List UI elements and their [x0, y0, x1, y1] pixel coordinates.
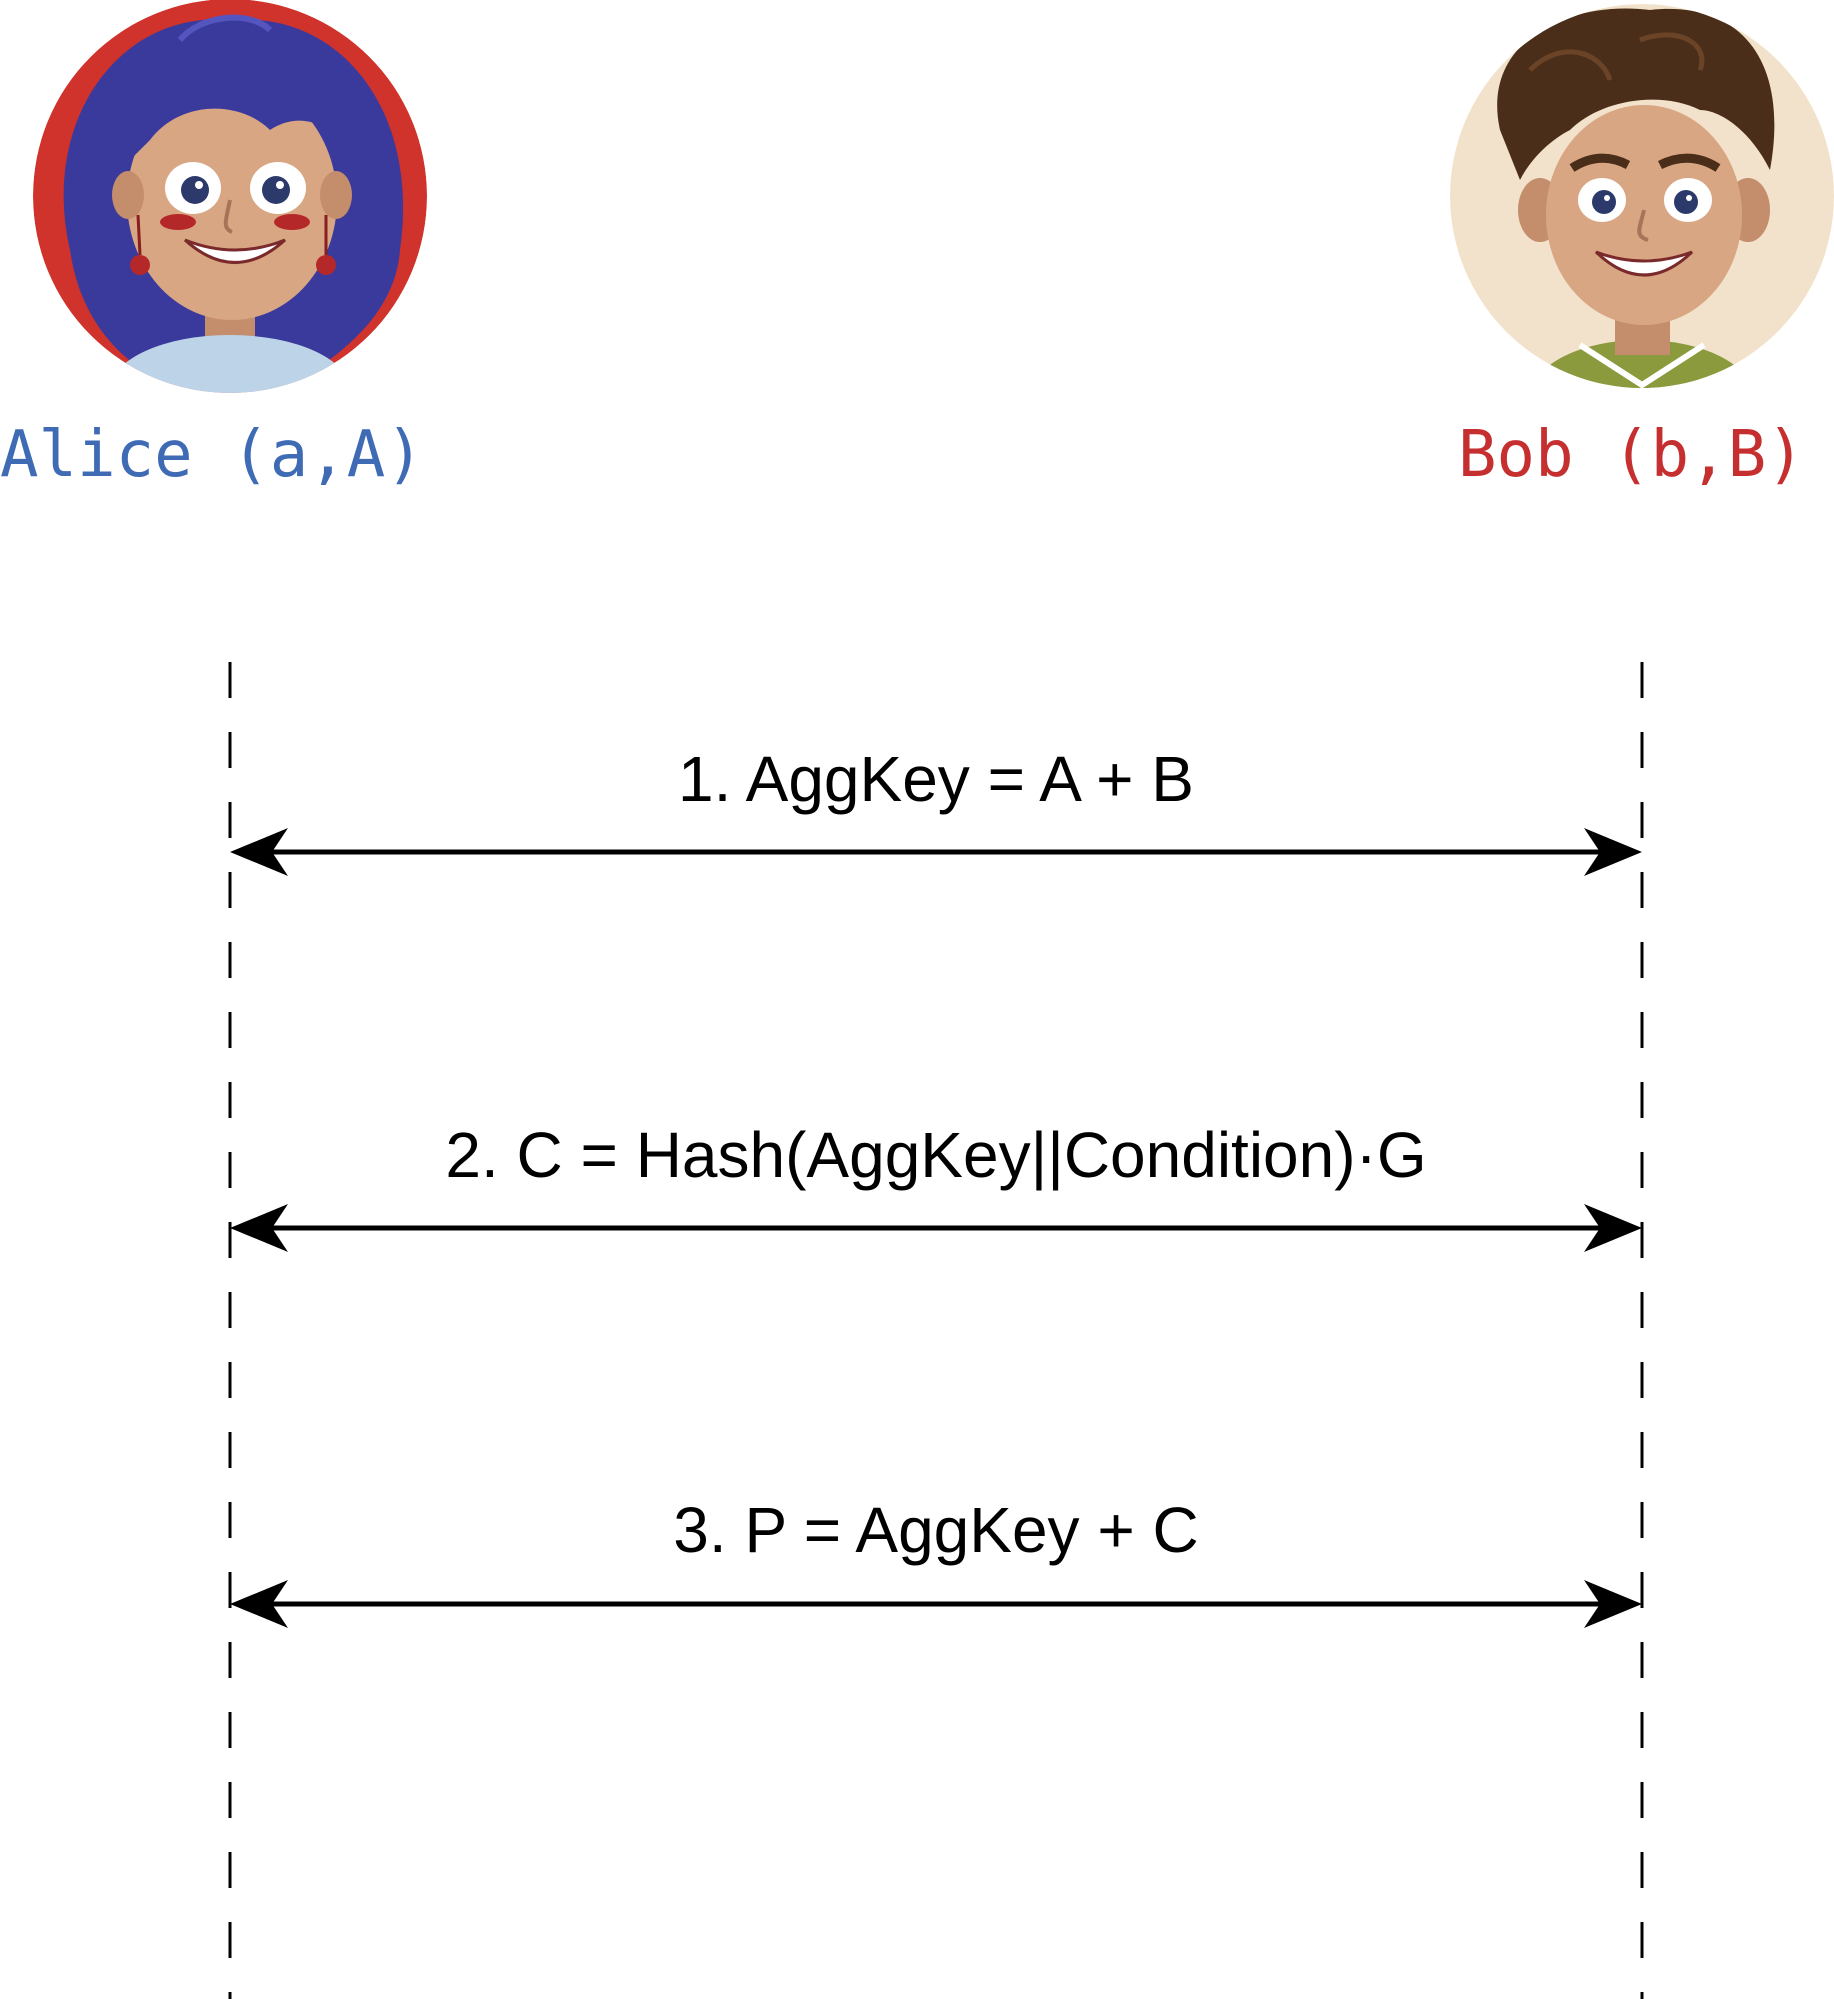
step-3-label: 3. P = AggKey + C: [673, 1494, 1198, 1566]
step-1-arrow: [230, 828, 1642, 876]
step-2-label: 2. C = Hash(AggKey||Condition)·G: [445, 1119, 1426, 1191]
bob-label: Bob (b,B): [1458, 418, 1805, 492]
step-3-arrow: [230, 1580, 1642, 1628]
bob-avatar: [1450, 4, 1834, 388]
alice-label: Alice (a,A): [0, 418, 424, 492]
alice-avatar: [33, 0, 427, 393]
step-2-arrow: [230, 1204, 1642, 1252]
step-1-label: 1. AggKey = A + B: [678, 743, 1194, 815]
